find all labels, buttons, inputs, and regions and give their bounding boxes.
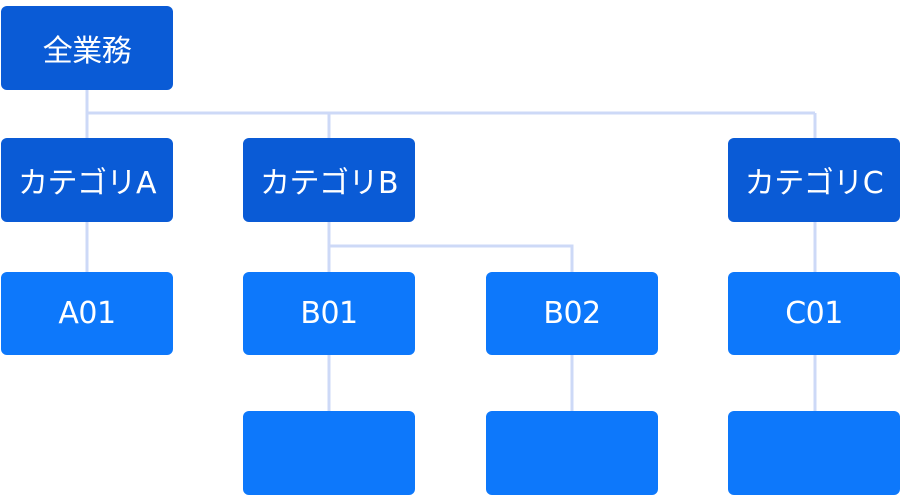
root-node: 全業務 bbox=[1, 6, 173, 90]
category-node-a: カテゴリA bbox=[1, 138, 173, 222]
connector-root-categories bbox=[85, 90, 817, 138]
item-node-c01: C01 bbox=[728, 272, 900, 355]
item-node-b02: B02 bbox=[486, 272, 658, 355]
category-node-c: カテゴリC bbox=[728, 138, 900, 222]
item-node-b01-child bbox=[243, 411, 415, 495]
item-node-c01-child bbox=[728, 411, 900, 495]
category-node-b: カテゴリB bbox=[243, 138, 415, 222]
item-node-b02-child bbox=[486, 411, 658, 495]
item-node-b01: B01 bbox=[243, 272, 415, 355]
item-node-a01: A01 bbox=[1, 272, 173, 355]
connector-category-b-items bbox=[327, 222, 574, 272]
